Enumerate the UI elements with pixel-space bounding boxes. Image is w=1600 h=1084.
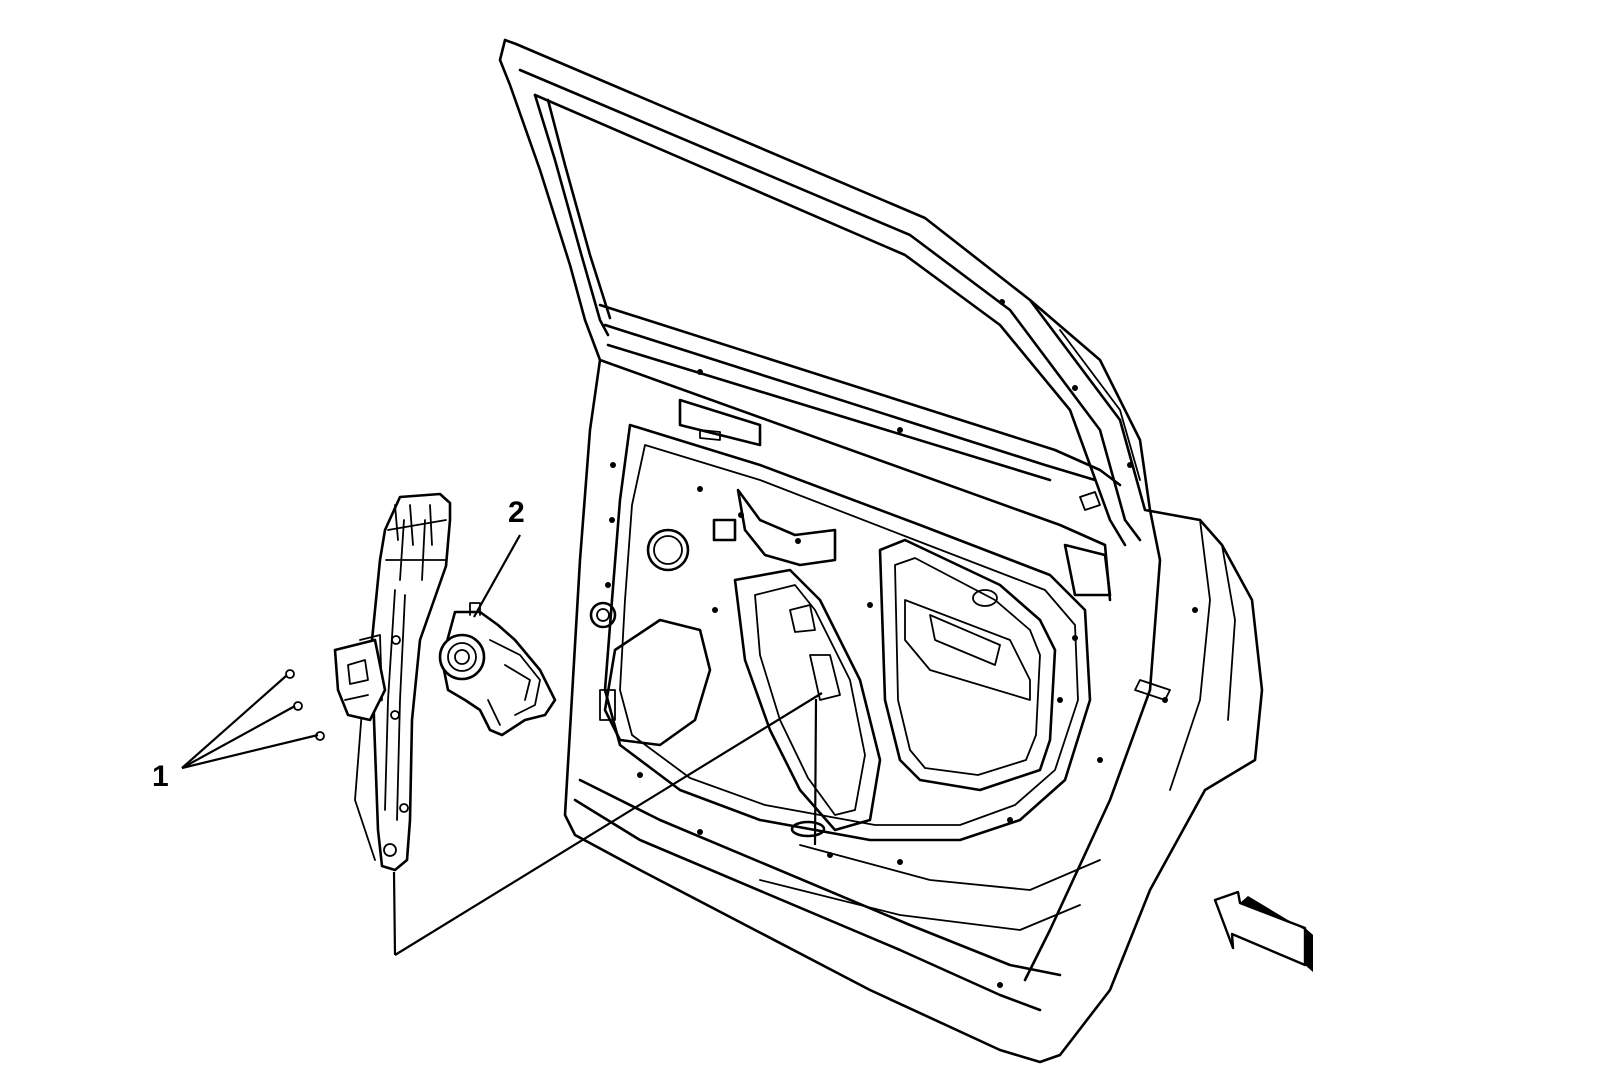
window-regulator-rail xyxy=(333,492,452,872)
callout-2-label: 2 xyxy=(508,496,525,529)
view-direction-arrow-icon xyxy=(1213,890,1313,972)
regulator-bolts xyxy=(285,669,325,741)
callout-1-label: 1 xyxy=(152,760,169,793)
door-inner-cutouts xyxy=(589,299,1198,988)
window-regulator-motor xyxy=(438,602,557,737)
fastener-leaders xyxy=(392,692,823,956)
panel-rivets xyxy=(605,299,1198,988)
callout-1-leaders xyxy=(181,675,319,770)
callout-2-leader xyxy=(473,534,521,618)
